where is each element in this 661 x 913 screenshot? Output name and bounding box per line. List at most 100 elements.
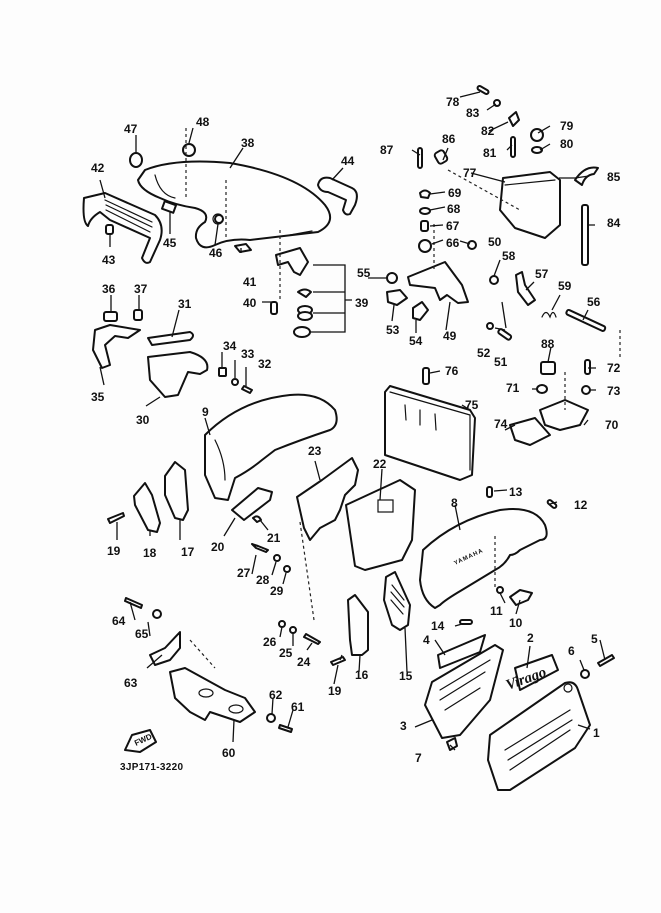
part-6-grommet (580, 669, 590, 679)
label-part-78: 78 (446, 95, 460, 109)
part-14-screw (459, 619, 473, 625)
label-part-2: 2 (527, 631, 534, 645)
label-part-55: 55 (357, 266, 371, 280)
label-part-60: 60 (222, 746, 236, 760)
part-39-lock-assembly (275, 247, 352, 338)
part-68-washer (419, 207, 431, 215)
label-part-71: 71 (506, 381, 520, 395)
label-part-77: 77 (463, 166, 477, 180)
label-part-51: 51 (494, 355, 508, 369)
label-part-46: 46 (209, 246, 223, 260)
label-part-80: 80 (560, 137, 574, 151)
label-part-18: 18 (143, 546, 157, 560)
label-part-72: 72 (607, 361, 621, 375)
part-26-washer (278, 620, 286, 628)
label-part-36: 36 (102, 282, 116, 296)
part-60-frame (169, 667, 256, 723)
label-part-82: 82 (481, 124, 495, 138)
label-part-59: 59 (558, 279, 572, 293)
label-part-69: 69 (448, 186, 462, 200)
label-part-38: 38 (241, 136, 255, 150)
label-part-48: 48 (196, 115, 210, 129)
part-35-bracket (92, 324, 141, 369)
label-part-54: 54 (409, 334, 423, 348)
label-part-10: 10 (509, 616, 523, 630)
part-37-cushion (133, 309, 143, 321)
part-16-plate (347, 594, 369, 656)
label-part-17: 17 (181, 545, 195, 559)
part-15-cover (383, 571, 411, 631)
label-part-19-a: 19 (107, 544, 121, 558)
label-part-64: 64 (112, 614, 126, 628)
part-57-lever (515, 271, 536, 306)
label-part-20: 20 (211, 540, 225, 554)
label-part-44: 44 (341, 154, 355, 168)
label-part-28: 28 (256, 573, 270, 587)
part-18-plate (133, 482, 161, 533)
label-part-11: 11 (490, 604, 503, 618)
label-part-16: 16 (355, 668, 369, 682)
part-70-bracket (539, 399, 589, 431)
label-part-9: 9 (202, 405, 209, 419)
part-4-plate (437, 634, 486, 669)
part-36-cushion (103, 311, 118, 322)
part-74-bracket (509, 417, 551, 446)
label-part-76: 76 (445, 364, 459, 378)
label-part-65: 65 (135, 627, 149, 641)
part-56-shaft (565, 308, 607, 332)
part-11-washer (496, 586, 504, 594)
forward-arrow-icon: FWD (124, 729, 157, 753)
label-part-62: 62 (269, 688, 283, 702)
part-17-plate (164, 461, 189, 521)
label-part-66: 66 (446, 236, 460, 250)
part-80-washer (531, 146, 543, 154)
part-88-rubber (540, 361, 556, 375)
label-part-27: 27 (237, 566, 251, 580)
label-part-88: 88 (541, 337, 555, 351)
label-part-81: 81 (483, 146, 497, 160)
label-part-32: 32 (258, 357, 272, 371)
part-8-cover: YAMAHA (419, 508, 548, 609)
label-part-7: 7 (415, 751, 422, 765)
label-part-73: 73 (607, 384, 621, 398)
label-part-6: 6 (568, 644, 575, 658)
part-67-collar (420, 220, 429, 232)
part-46-nut (214, 214, 224, 224)
label-part-31: 31 (178, 297, 192, 311)
part-7-clip (446, 737, 458, 751)
label-part-42: 42 (91, 161, 105, 175)
part-59-spring (541, 311, 557, 319)
label-part-50: 50 (488, 235, 502, 249)
label-part-68: 68 (447, 202, 461, 216)
label-part-86: 86 (442, 132, 456, 146)
part-3-side-cover (424, 644, 504, 739)
label-part-83: 83 (466, 106, 480, 120)
label-part-47: 47 (124, 122, 138, 136)
part-19-bolt-b (330, 656, 346, 666)
part-65-washer (152, 609, 162, 619)
label-part-35: 35 (91, 390, 105, 404)
label-part-37: 37 (134, 282, 148, 296)
part-33-washer (231, 378, 239, 386)
label-part-84: 84 (607, 216, 621, 230)
part-73-nut (581, 385, 591, 395)
part-48-cap (182, 143, 196, 157)
label-part-63: 63 (124, 676, 138, 690)
part-69-clip (419, 189, 431, 199)
label-part-15: 15 (399, 669, 413, 683)
label-part-43: 43 (102, 253, 116, 267)
part-27-bolt (251, 543, 269, 553)
part-28-collar (273, 554, 281, 562)
label-part-87: 87 (380, 143, 394, 157)
part-24-clip (303, 633, 321, 645)
label-part-39: 39 (355, 296, 369, 310)
label-part-19-b: 19 (328, 684, 342, 698)
label-part-53: 53 (386, 323, 400, 337)
label-part-79: 79 (560, 119, 574, 133)
label-part-61: 61 (291, 700, 305, 714)
part-78-pin (476, 85, 490, 95)
part-51-bolt (497, 328, 513, 341)
part-25-collar (289, 626, 297, 634)
